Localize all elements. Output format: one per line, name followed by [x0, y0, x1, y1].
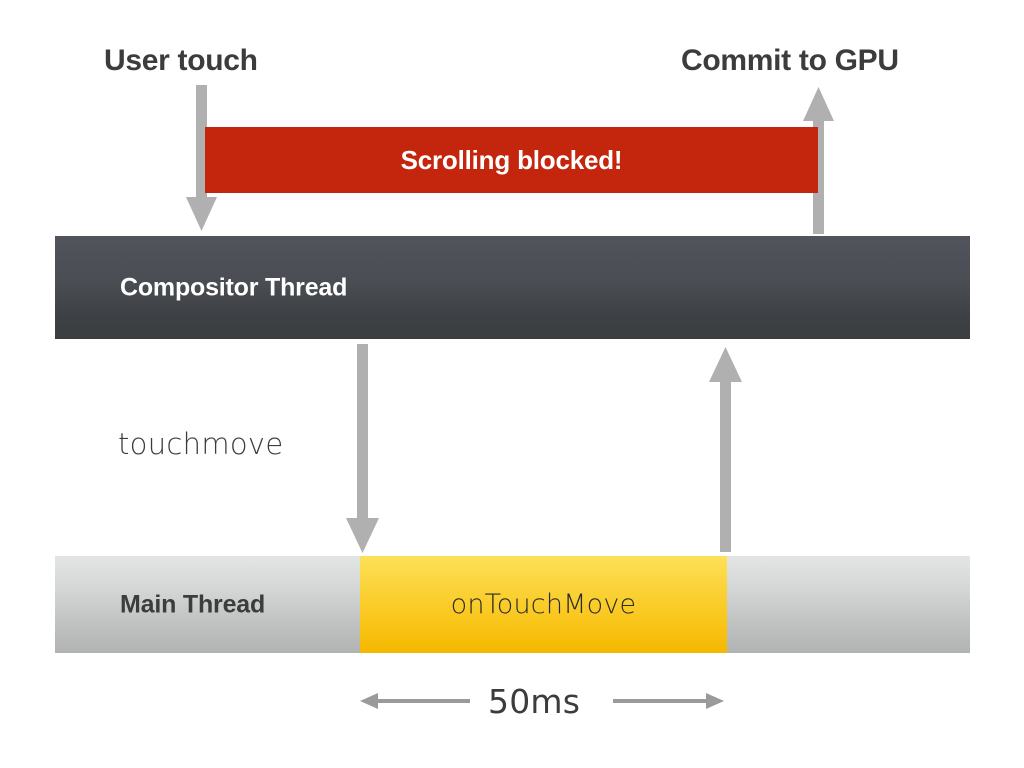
commit-to-gpu-label: Commit to GPU: [681, 44, 899, 77]
compositor-thread-lane: Compositor Thread: [55, 236, 970, 339]
compositor-thread-label: Compositor Thread: [120, 273, 348, 301]
touchmove-dispatch-arrow: [346, 344, 379, 553]
user-touch-label: User touch: [104, 44, 258, 77]
duration-measure-label: 50ms: [488, 682, 581, 721]
ontouchmove-task-label: onTouchMove: [450, 589, 637, 620]
scrolling-blocked-label: Scrolling blocked!: [400, 144, 623, 175]
scrolling-blocked-bar: Scrolling blocked!: [205, 127, 818, 193]
main-thread-return-arrow: [709, 347, 742, 552]
main-thread-label: Main Thread: [120, 590, 266, 618]
ontouchmove-task-block: onTouchMove: [360, 556, 727, 653]
touchmove-event-label: touchmove: [118, 427, 284, 461]
